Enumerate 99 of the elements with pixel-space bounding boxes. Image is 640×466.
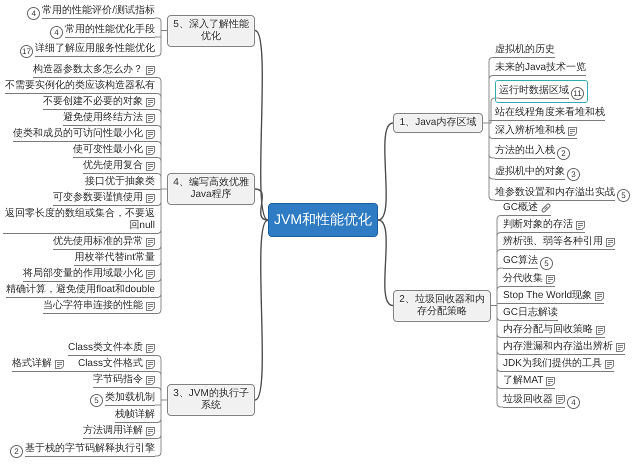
main-topic: 4、编写高效优雅Java程序 <box>167 173 255 205</box>
connector-line <box>482 122 496 200</box>
subtopic-label: 使可变性最小化 <box>73 144 143 156</box>
subtopic-label: GC概述 <box>503 202 538 214</box>
subtopic-label: 构造器参数太多怎么办？ <box>33 64 143 76</box>
subtopic-label: 不需要实例化的类应该构造器私有 <box>5 80 155 92</box>
subtopic-label: 垃圾回收器 <box>503 394 553 406</box>
subtopic <box>43 96 155 110</box>
subtopic-label: 类加载机制 <box>105 392 155 404</box>
subtopic-label: 运行时数据区域 <box>499 84 569 96</box>
subtopic-label: 堆参数设置和内存溢出实战 <box>495 186 615 198</box>
child-count: 2 <box>10 445 23 458</box>
child-count: 11 <box>571 87 584 100</box>
connector-line <box>378 122 394 221</box>
subtopic <box>503 341 625 355</box>
subtopic <box>503 219 585 233</box>
child-count: 5 <box>90 394 103 407</box>
child-count: 3 <box>567 168 580 181</box>
central-topic: JVM和性能优化 <box>268 203 378 237</box>
subtopic-label: 当心字符串连接的性能 <box>43 300 143 312</box>
subtopic <box>53 236 155 250</box>
subtopic-label: 辨析强、弱等各种引用 <box>503 236 603 248</box>
subtopic-label: 虚拟机中的对象 <box>495 166 565 178</box>
subtopic <box>503 375 556 389</box>
main-topic: 2、垃圾回收器和内存分配策略 <box>393 290 491 322</box>
subtopic <box>63 112 155 126</box>
subtopic-label: 精确计算，避免使用float和double <box>6 284 155 296</box>
subtopic-label: 返回零长度的数组或集合，不要返回null <box>4 208 155 232</box>
main-topic: 1、Java内存区域 <box>393 113 483 133</box>
subtopic <box>93 374 155 388</box>
subtopic <box>503 358 614 372</box>
subtopic-label: 可变参数要谨慎使用 <box>53 192 143 204</box>
subtopic <box>12 358 64 372</box>
subtopic <box>43 300 155 314</box>
subtopic-label: 将局部变量的作用域最小化 <box>23 268 143 280</box>
child-count: 4 <box>567 396 580 409</box>
subtopic-label: 内存泄漏和内存溢出辨析 <box>503 341 613 353</box>
subtopic-label: Class类文件本质 <box>68 342 143 354</box>
subtopic <box>73 144 155 158</box>
subtopic-label: 不要创建不必要的对象 <box>43 96 143 108</box>
subtopic <box>83 425 155 439</box>
subtopic <box>503 273 555 287</box>
child-count: 17 <box>20 45 33 58</box>
subtopic <box>78 358 155 372</box>
subtopic <box>495 125 577 139</box>
subtopic <box>53 192 155 206</box>
connector-line <box>254 30 268 220</box>
main-topic: 3、JVM的执行子系统 <box>167 384 255 416</box>
subtopic-label: 使类和成员的可访问性最小化 <box>13 128 143 140</box>
child-count: 2 <box>557 147 570 160</box>
subtopic-label: 详细了解应用服务性能优化 <box>35 42 155 54</box>
main-topic: 5、深入了解性能优化 <box>167 14 255 46</box>
subtopic-label: 未来的Java技术一览 <box>495 62 586 74</box>
subtopic-label: 虚拟机的历史 <box>495 44 555 56</box>
connector-line <box>154 400 168 456</box>
subtopic <box>503 236 615 250</box>
subtopic <box>23 268 155 282</box>
subtopic <box>503 394 565 408</box>
subtopic-label: GC算法 <box>503 254 538 266</box>
subtopic <box>503 324 605 338</box>
child-count: 4 <box>50 26 63 39</box>
subtopic-label: 常用的性能评价/测试指标 <box>42 4 155 16</box>
subtopic <box>13 128 155 142</box>
subtopic-label: 方法的出入栈 <box>495 144 555 156</box>
subtopic-label: 常用的性能优化手段 <box>65 24 155 36</box>
subtopic-label: 站在线程角度来看堆和栈 <box>495 107 605 119</box>
subtopic <box>68 342 155 356</box>
subtopic-label: 判断对象的存活 <box>503 219 573 231</box>
connector-line <box>254 220 268 400</box>
subtopic-label: 基于栈的字节码解释执行引擎 <box>25 442 155 454</box>
subtopic-label: 避免使用终结方法 <box>63 112 143 124</box>
subtopic-label: 用枚举代替int常量 <box>74 252 155 264</box>
connector-line <box>254 188 268 221</box>
connector-line <box>378 219 394 306</box>
subtopic-label: 方法调用详解 <box>83 425 143 437</box>
child-count: 5 <box>540 257 553 270</box>
subtopic <box>503 202 551 216</box>
subtopic-label: 分代收集 <box>503 273 543 285</box>
subtopic-label: 格式详解 <box>12 358 52 370</box>
subtopic-label: 字节码指令 <box>93 374 143 386</box>
subtopic-label: 栈帧详解 <box>115 409 155 421</box>
connector-line <box>154 30 168 56</box>
subtopic-label: GC日志解读 <box>503 307 558 319</box>
subtopic-label: 内存分配与回收策略 <box>503 324 593 336</box>
subtopic-label: Class文件格式 <box>78 358 143 370</box>
subtopic-label: 深入辨析堆和栈 <box>495 125 565 137</box>
subtopic-label: 了解MAT <box>503 375 544 387</box>
subtopic <box>503 290 604 304</box>
subtopic-label: 优先使用复合 <box>83 160 143 172</box>
subtopic-label: JDK为我们提供的工具 <box>503 358 602 370</box>
subtopic-label: 接口优于抽象类 <box>85 176 155 188</box>
subtopic <box>83 160 155 174</box>
connector-line <box>63 371 78 372</box>
subtopic <box>33 64 155 78</box>
child-count: 5 <box>617 189 630 202</box>
connector-line <box>490 305 504 408</box>
subtopic-label: Stop The World现象 <box>503 290 592 302</box>
subtopic-label: 优先使用标准的异常 <box>53 236 143 248</box>
child-count: 4 <box>27 7 40 20</box>
